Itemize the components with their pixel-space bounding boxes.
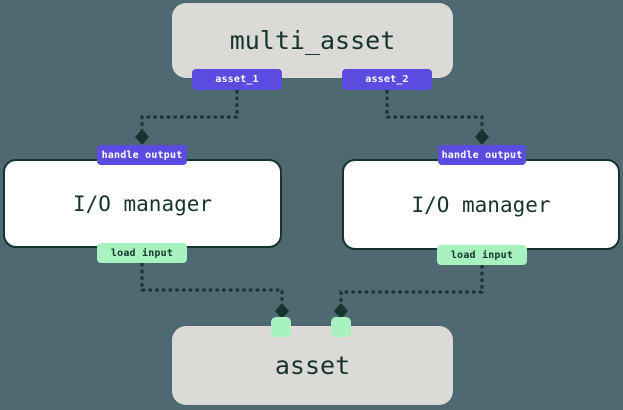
asset-input-port-2[interactable] [331,317,351,337]
tag-handle-output-right[interactable]: handle output [438,145,526,165]
edge-asset1-to-handle-output-left [135,90,239,145]
tag-load-input-right[interactable]: load input [437,245,527,265]
tag-load-input-right-label: load input [450,249,514,261]
tag-asset-1[interactable]: asset_1 [192,69,282,90]
tag-load-input-left[interactable]: load input [97,243,187,263]
node-multi-asset-label: multi_asset [229,26,396,55]
tag-asset-2[interactable]: asset_2 [342,69,432,90]
node-io-manager-right-label: I/O manager [411,192,551,217]
tag-load-input-left-label: load input [110,247,174,259]
tag-asset-1-label: asset_1 [215,74,259,85]
edge-load-input-left-to-asset-port-1 [140,263,289,319]
asset-input-port-1[interactable] [271,317,291,337]
tag-handle-output-left[interactable]: handle output [97,145,187,165]
tag-asset-2-label: asset_2 [365,74,409,85]
tag-handle-output-right-label: handle output [441,149,523,161]
node-io-manager-left-label: I/O manager [72,191,213,216]
node-asset: asset [172,326,453,405]
node-io-manager-left: I/O manager [3,159,282,248]
edge-asset2-to-handle-output-right [385,90,489,145]
node-multi-asset: multi_asset [172,3,453,78]
node-asset-label: asset [274,351,351,380]
tag-handle-output-left-label: handle output [101,149,183,161]
edge-load-input-right-to-asset-port-2 [334,265,484,319]
